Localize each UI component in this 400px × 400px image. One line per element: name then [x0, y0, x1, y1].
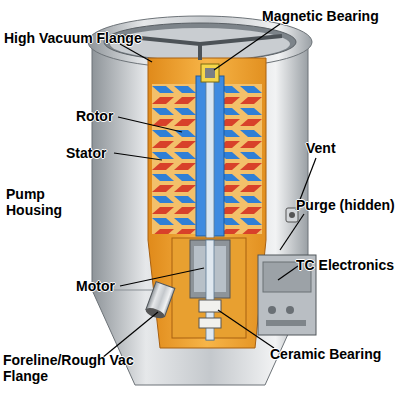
part-label: Vent — [306, 140, 336, 156]
part-label: TC Electronics — [296, 257, 394, 273]
part-label: High Vacuum Flange — [4, 30, 142, 46]
part-label: Ceramic Bearing — [270, 346, 381, 362]
part-label: Purge (hidden) — [296, 197, 395, 213]
part-label: Motor — [76, 278, 115, 294]
part-label: Magnetic Bearing — [262, 8, 379, 24]
part-label: Rotor — [76, 108, 113, 124]
part-label: Stator — [66, 145, 106, 161]
part-label: Foreline/Rough Vac Flange — [3, 352, 143, 384]
part-label: Pump Housing — [6, 186, 86, 218]
